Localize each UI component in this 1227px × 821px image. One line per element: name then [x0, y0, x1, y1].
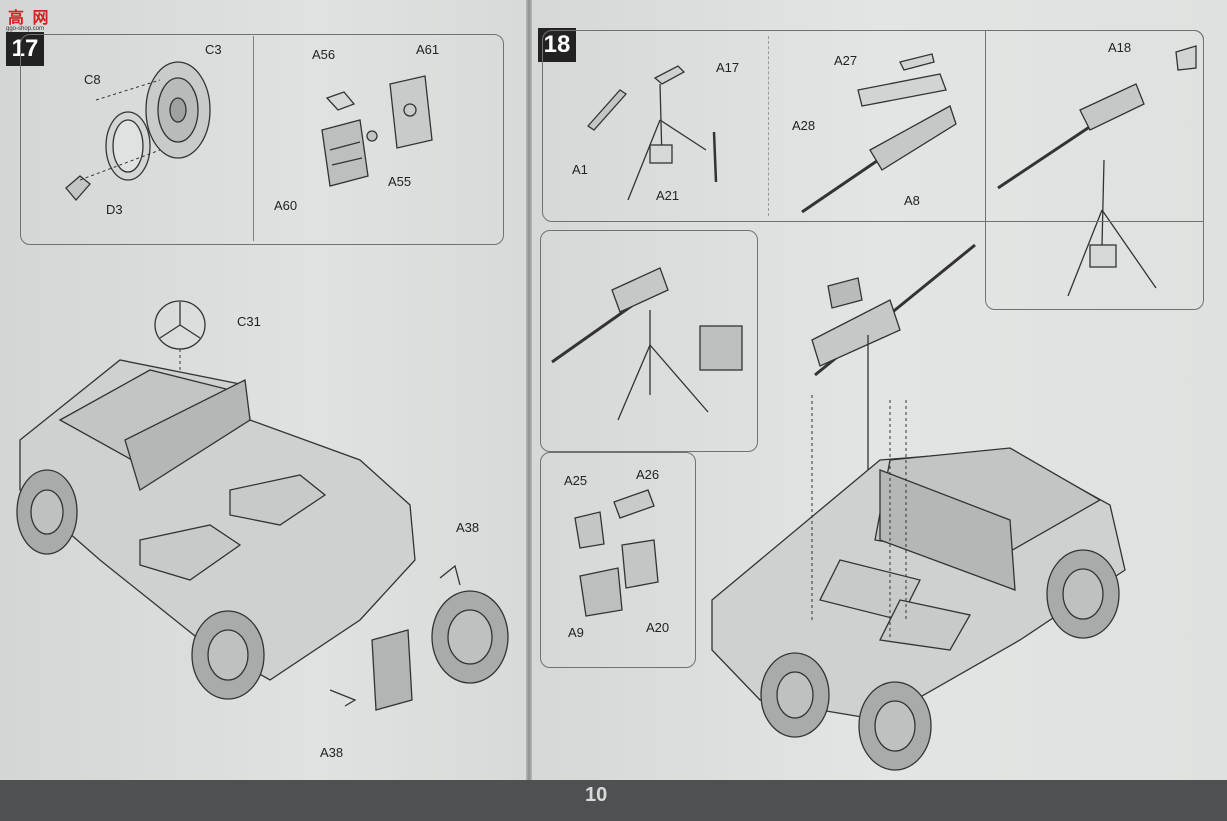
page-gutter — [526, 0, 532, 800]
page-number: 10 — [585, 784, 608, 806]
jeep-step17-drawing — [16, 359, 509, 711]
label-a9: A9 — [568, 625, 584, 640]
hook-a38-right-drawing — [439, 564, 461, 586]
jerry-can-mounted-drawing — [371, 629, 413, 711]
jeep-step18-drawing — [711, 243, 1126, 771]
bolt-a55-drawing — [366, 130, 378, 142]
label-a25: A25 — [564, 473, 588, 488]
step-18-mount-panel — [985, 30, 1204, 310]
jerry-can-a60-drawing — [321, 119, 369, 187]
label-a60: A60 — [274, 198, 298, 213]
label-a28: A28 — [792, 118, 816, 133]
label-d3: D3 — [106, 202, 123, 217]
tripod-a17-drawing — [627, 65, 707, 201]
label-a38-right: A38 — [456, 520, 480, 535]
bottom-band — [0, 780, 1227, 821]
label-a18: A18 — [1108, 40, 1132, 55]
hub-d3-drawing — [65, 175, 91, 202]
label-a1: A1 — [572, 162, 588, 177]
step-18-dashed-divider-1 — [768, 36, 769, 216]
tripod-leg-a21-drawing — [712, 131, 718, 183]
strap-a56-drawing — [325, 91, 356, 111]
step-18-ammo-box-panel — [540, 452, 696, 668]
rim-c8-drawing — [105, 111, 151, 181]
hook-a38-bottom-drawing — [329, 689, 357, 707]
gun-a8-drawing — [801, 105, 957, 214]
site-logo-text: 高 网 — [8, 10, 51, 27]
label-a61: A61 — [416, 42, 440, 57]
ammo-box-parts-drawing — [574, 489, 659, 617]
gun-tripod-callout-drawing — [551, 267, 743, 421]
ammo-box-drawing — [699, 325, 743, 371]
site-logo-url: ggo-shop.com — [6, 26, 45, 32]
label-a56: A56 — [312, 47, 336, 62]
tripod-legs-a1-drawing — [587, 89, 627, 131]
mounted-gun-a18-drawing — [997, 45, 1197, 297]
steering-wheel-c31-drawing — [154, 300, 206, 490]
label-a17: A17 — [716, 60, 740, 75]
label-a21: A21 — [656, 188, 680, 203]
can-mount-a61-drawing — [389, 75, 433, 149]
label-c31: C31 — [237, 314, 261, 329]
label-a38-bottom: A38 — [320, 745, 344, 760]
step-17-subassembly-panel — [20, 34, 504, 245]
label-c3: C3 — [205, 42, 222, 57]
label-a55: A55 — [388, 174, 412, 189]
label-a27: A27 — [834, 53, 858, 68]
site-logo: 高 网 ggo-shop.com — [0, 0, 72, 38]
tire-c3-drawing — [145, 61, 211, 159]
label-a20: A20 — [646, 620, 670, 635]
gun-parts-a27-a28-drawing — [857, 53, 947, 107]
step-17-panel-divider — [253, 36, 254, 241]
label-c8: C8 — [84, 72, 101, 87]
label-a26: A26 — [636, 467, 660, 482]
step-18-gun-callout-panel — [540, 230, 758, 452]
label-a8: A8 — [904, 193, 920, 208]
